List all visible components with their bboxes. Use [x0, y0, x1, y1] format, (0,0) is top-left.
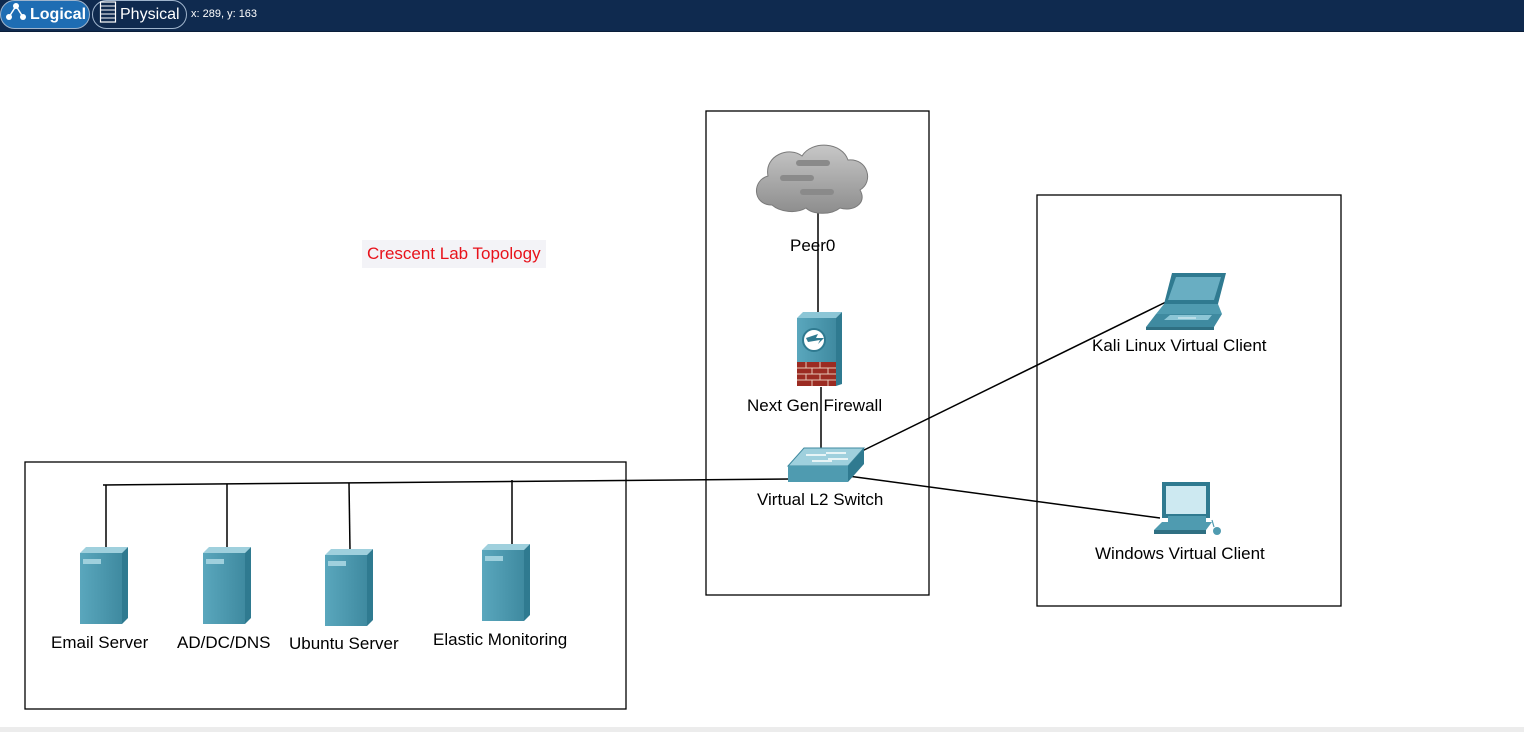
email-server-icon[interactable] [80, 547, 128, 624]
core-zone-box [705, 110, 930, 596]
topology-icon [5, 2, 27, 27]
switch-label: Virtual L2 Switch [757, 490, 884, 509]
elastic-label: Elastic Monitoring [433, 630, 568, 649]
ubuntu-label: Ubuntu Server [289, 634, 399, 653]
ubuntu-server-icon[interactable] [325, 549, 373, 626]
addc-server-icon[interactable] [203, 547, 251, 624]
rack-icon [99, 1, 117, 28]
physical-view-button[interactable]: Physical [92, 0, 187, 29]
cloud-icon[interactable] [756, 144, 869, 214]
link-switch-kali [859, 299, 1171, 453]
logical-view-label: Logical [30, 5, 87, 23]
top-toolbar: Logical Physical x: 289, y: 163 [0, 0, 1524, 32]
cursor-coordinates: x: 289, y: 163 [191, 8, 258, 20]
kali-label: Kali Linux Virtual Client [1092, 336, 1267, 355]
links [102, 205, 1171, 551]
firewall-icon[interactable] [797, 312, 842, 386]
switch-icon[interactable] [786, 447, 866, 482]
logical-view-button[interactable]: Logical [0, 0, 90, 29]
elastic-server-icon[interactable] [482, 544, 530, 621]
link-switch-windows [847, 475, 1161, 519]
physical-view-label: Physical [120, 5, 180, 23]
firewall-label: Next Gen Firewall [747, 396, 883, 415]
peer-label: Peer0 [790, 236, 836, 255]
server-zone-box [24, 461, 627, 710]
topology-title: Crescent Lab Topology [362, 240, 546, 268]
link-switch-server-bus [102, 478, 791, 486]
client-zone-box [1036, 194, 1342, 607]
bottom-scroll-strip [0, 727, 1524, 732]
desktop-pc-icon[interactable] [1154, 482, 1221, 535]
addc-label: AD/DC/DNS [177, 633, 271, 652]
link-ubuntu [348, 482, 351, 551]
laptop-icon[interactable] [1146, 273, 1226, 330]
email-label: Email Server [51, 633, 149, 652]
windows-label: Windows Virtual Client [1095, 544, 1265, 563]
